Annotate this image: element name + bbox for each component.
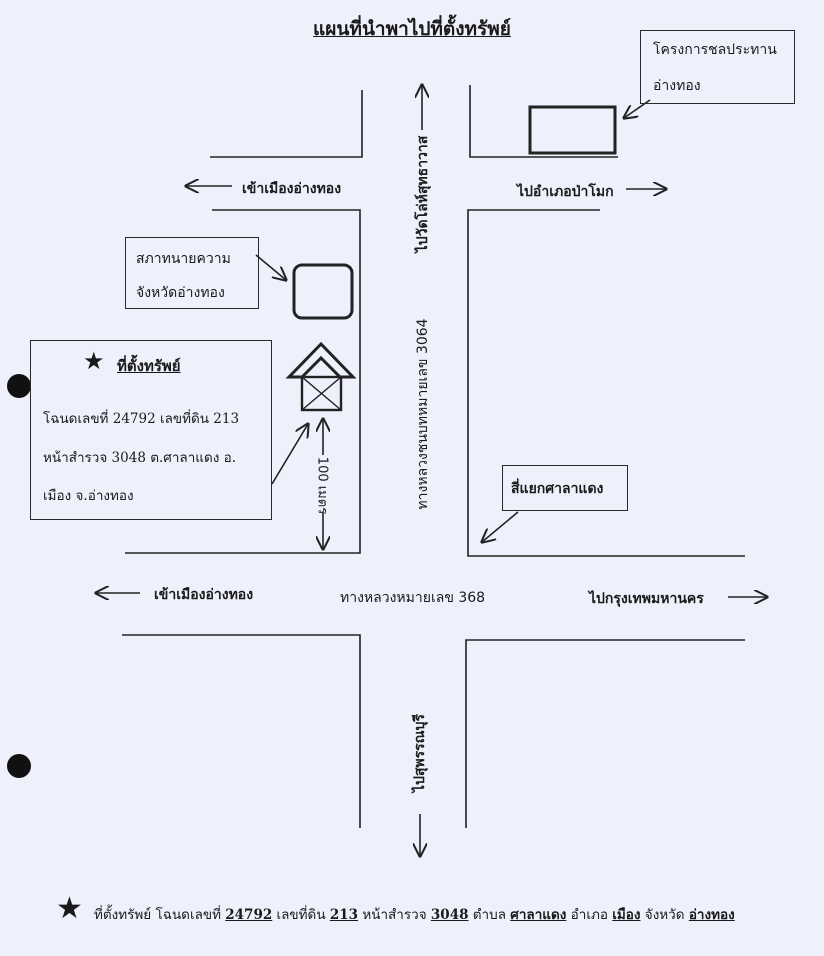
pointer-intersection: [482, 511, 519, 542]
intersection-label: สี่แยกศาลาแดง: [511, 481, 604, 497]
footer-district: เมือง: [612, 907, 641, 923]
road-edge-mid-left: [125, 209, 361, 554]
footer-survey-number: 3048: [430, 907, 469, 923]
lawyers-council-line1: สภาทนายความ: [136, 251, 231, 267]
footer-p3: หน้าสำรวจ: [362, 907, 427, 923]
footer-p5: อำเภอ: [570, 907, 608, 923]
punch-hole-top: [7, 374, 31, 398]
property-heading: ที่ตั้งทรัพย์: [117, 357, 181, 375]
road-edge-upper-right: [469, 85, 618, 158]
footer-p6: จังหวัด: [644, 907, 685, 923]
footer-p4: ตำบล: [472, 907, 506, 923]
footer-province: อ่างทอง: [688, 907, 735, 923]
footer-p1: ที่ตั้งทรัพย์ โฉนดเลขที่: [94, 907, 221, 923]
footer-star-icon: ★: [56, 891, 83, 926]
pointer-property: [271, 424, 308, 485]
road-label-368: ทางหลวงหมายเลข 368: [340, 590, 486, 606]
lawyers-council-line2: จังหวัดอ่างทอง: [136, 285, 225, 301]
pointer-lawyers: [255, 254, 286, 280]
irrigation-building-icon: [528, 105, 617, 155]
property-info-box: ★ ที่ตั้งทรัพย์ โฉนดเลขที่ 24792 เลขที่ด…: [30, 340, 272, 520]
footer-subdistrict: ศาลาแดง: [510, 907, 567, 923]
footer-deed-number: 24792: [225, 907, 273, 923]
footer-land-number: 213: [329, 907, 359, 923]
house-icon: [285, 341, 357, 412]
property-line1: โฉนดเลขที่ 24792 เลขที่ดิน 213: [43, 411, 240, 427]
lawyers-council-label-box: สภาทนายความ จังหวัดอ่างทอง: [125, 237, 259, 309]
footer-p2: เลขที่ดิน: [276, 907, 326, 923]
direction-north: ไปวัดโล่ห์สุทธาวาส: [415, 135, 431, 253]
direction-south: ไปสุพรรณบุรี: [412, 713, 428, 793]
punch-hole-bottom: [7, 754, 31, 778]
road-label-3064: ทางหลวงชนบทหมายเลข 3064: [415, 318, 431, 510]
direction-upper-right: ไปอำเภอป่าโมก: [517, 184, 614, 200]
irrigation-label-line2: อ่างทอง: [653, 78, 701, 94]
property-line3: เมือง จ.อ่างทอง: [43, 488, 134, 504]
road-edge-lower-left: [122, 634, 361, 828]
footer-text: ที่ตั้งทรัพย์ โฉนดเลขที่ 24792 เลขที่ดิน…: [94, 903, 824, 925]
direction-lower-right: ไปกรุงเทพมหานคร: [589, 591, 704, 607]
intersection-label-box: สี่แยกศาลาแดง: [502, 465, 628, 511]
irrigation-label-line1: โครงการชลประทาน: [653, 42, 777, 58]
road-edge-lower-right: [465, 639, 745, 828]
star-icon: ★: [83, 347, 105, 375]
road-edge-upper-left: [210, 90, 363, 158]
page-title: แผนที่นำพาไปที่ตั้งทรัพย์: [313, 18, 511, 40]
direction-lower-left: เข้าเมืองอ่างทอง: [154, 587, 254, 603]
irrigation-label-box: โครงการชลประทาน อ่างทอง: [640, 30, 795, 104]
property-line2: หน้าสำรวจ 3048 ต.ศาลาแดง อ.: [43, 450, 237, 466]
direction-upper-left: เข้าเมืองอ่างทอง: [242, 181, 342, 197]
distance-label: 100 เมตร: [314, 456, 330, 515]
road-edge-mid-right: [467, 209, 745, 557]
lawyers-council-building-icon: [292, 263, 354, 320]
